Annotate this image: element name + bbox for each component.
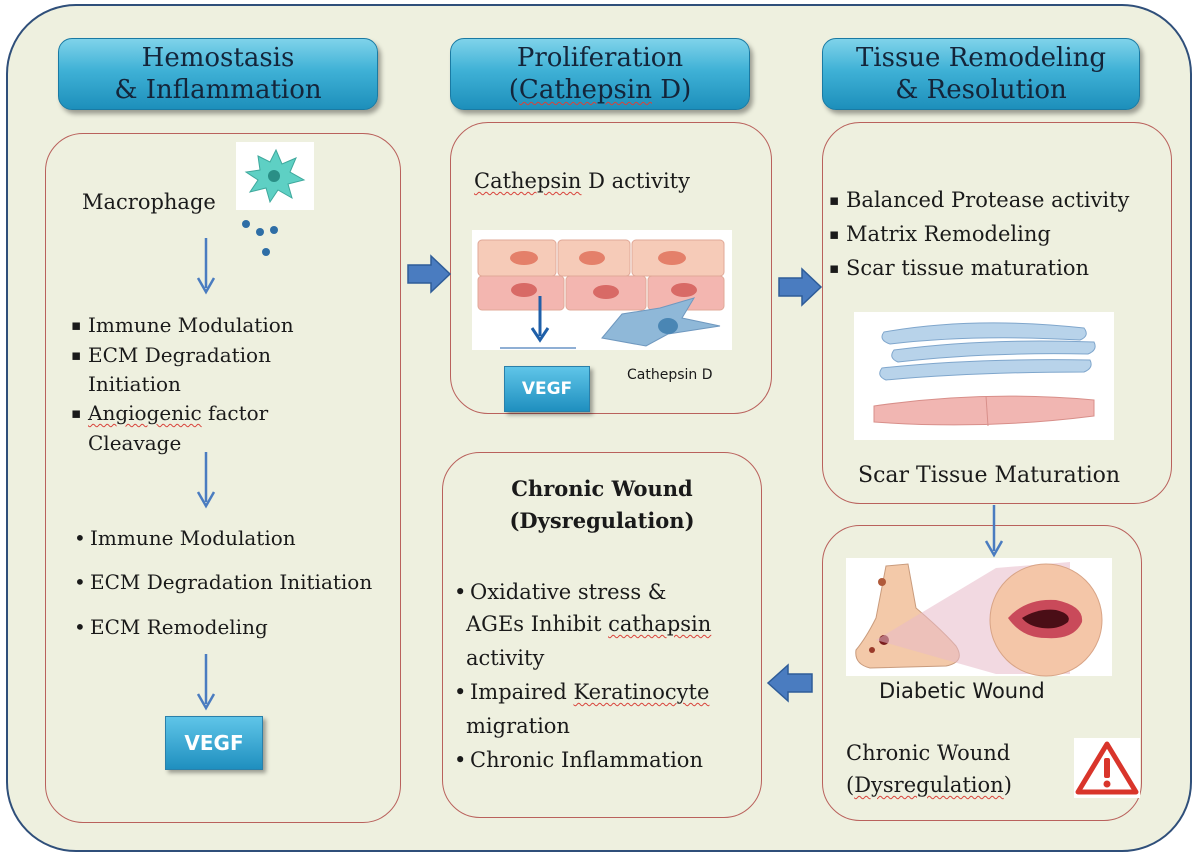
cathepsin-activity-label: Cathepsin D activity (474, 169, 690, 193)
left-item-2: ECM Degradation (71, 340, 271, 370)
diabetic-chronic-label-line1: Chronic Wound (846, 741, 1011, 765)
arrow-down-icon (196, 654, 216, 711)
epithelial-cells-illustration (472, 230, 732, 350)
chronic-bullet-1-cont2: activity (466, 646, 545, 670)
chronic-bullet-1: Oxidative stress & (454, 577, 667, 607)
header-remodeling-line1: Tissue Remodeling (855, 43, 1107, 73)
arrow-down-icon (196, 238, 216, 295)
right-item-1: Balanced Protease activity (829, 185, 1129, 215)
arrow-down-icon (984, 505, 1004, 558)
warning-icon (1074, 738, 1140, 798)
scar-tissue-illustration (854, 312, 1114, 440)
arrow-right-icon (778, 267, 823, 307)
header-proliferation-line2: (Cathepsin D) (508, 75, 692, 105)
arrow-right-icon (407, 254, 452, 294)
header-remodeling-line2: & Resolution (895, 75, 1067, 105)
header-proliferation-line1: Proliferation (516, 43, 684, 73)
chronic-wound-title-line2: (Dysregulation) (509, 508, 695, 533)
chronic-bullet-2: Impaired Keratinocyte (454, 677, 709, 707)
header-hemostasis: Hemostasis & Inflammation (58, 38, 378, 110)
macrophage-icon (236, 142, 314, 210)
diabetic-foot-illustration (846, 558, 1112, 677)
scar-tissue-caption: Scar Tissue Maturation (858, 463, 1121, 488)
diabetic-chronic-label-line2: (Dysregulation) (846, 773, 1012, 797)
left-item-2-cont: Initiation (88, 372, 181, 396)
left-dot-item-3: ECM Remodeling (74, 612, 268, 642)
vegf-badge-left: VEGF (165, 716, 263, 770)
header-hemostasis-line1: Hemostasis (141, 43, 295, 73)
diabetic-wound-caption: Diabetic Wound (879, 679, 1045, 703)
left-item-3: Angiogenic factor (71, 398, 268, 428)
macrophage-label: Macrophage (82, 190, 216, 214)
chronic-wound-title-line1: Chronic Wound (511, 476, 693, 501)
vegf-badge-middle: VEGF (504, 366, 590, 412)
cathepsin-d-label: Cathepsin D (627, 367, 713, 383)
left-dot-item-1: Immune Modulation (74, 523, 296, 553)
right-item-3: Scar tissue maturation (829, 253, 1089, 283)
header-proliferation: Proliferation (Cathepsin D) (450, 38, 750, 110)
arrow-down-icon (196, 452, 216, 509)
chronic-bullet-1-cont: AGEs Inhibit cathapsin (466, 612, 712, 636)
left-item-3-cont: Cleavage (88, 431, 182, 455)
left-dot-item-2: ECM Degradation Initiation (74, 567, 372, 597)
right-item-2: Matrix Remodeling (829, 219, 1051, 249)
header-remodeling: Tissue Remodeling & Resolution (822, 38, 1140, 110)
chronic-bullet-3: Chronic Inflammation (454, 745, 703, 775)
chronic-bullet-2-cont: migration (466, 714, 570, 738)
secreted-particles (242, 220, 278, 256)
left-item-1: Immune Modulation (71, 310, 294, 340)
panel-inflammation (45, 133, 401, 823)
arrow-left-icon (766, 663, 813, 703)
header-hemostasis-line2: & Inflammation (114, 75, 322, 105)
